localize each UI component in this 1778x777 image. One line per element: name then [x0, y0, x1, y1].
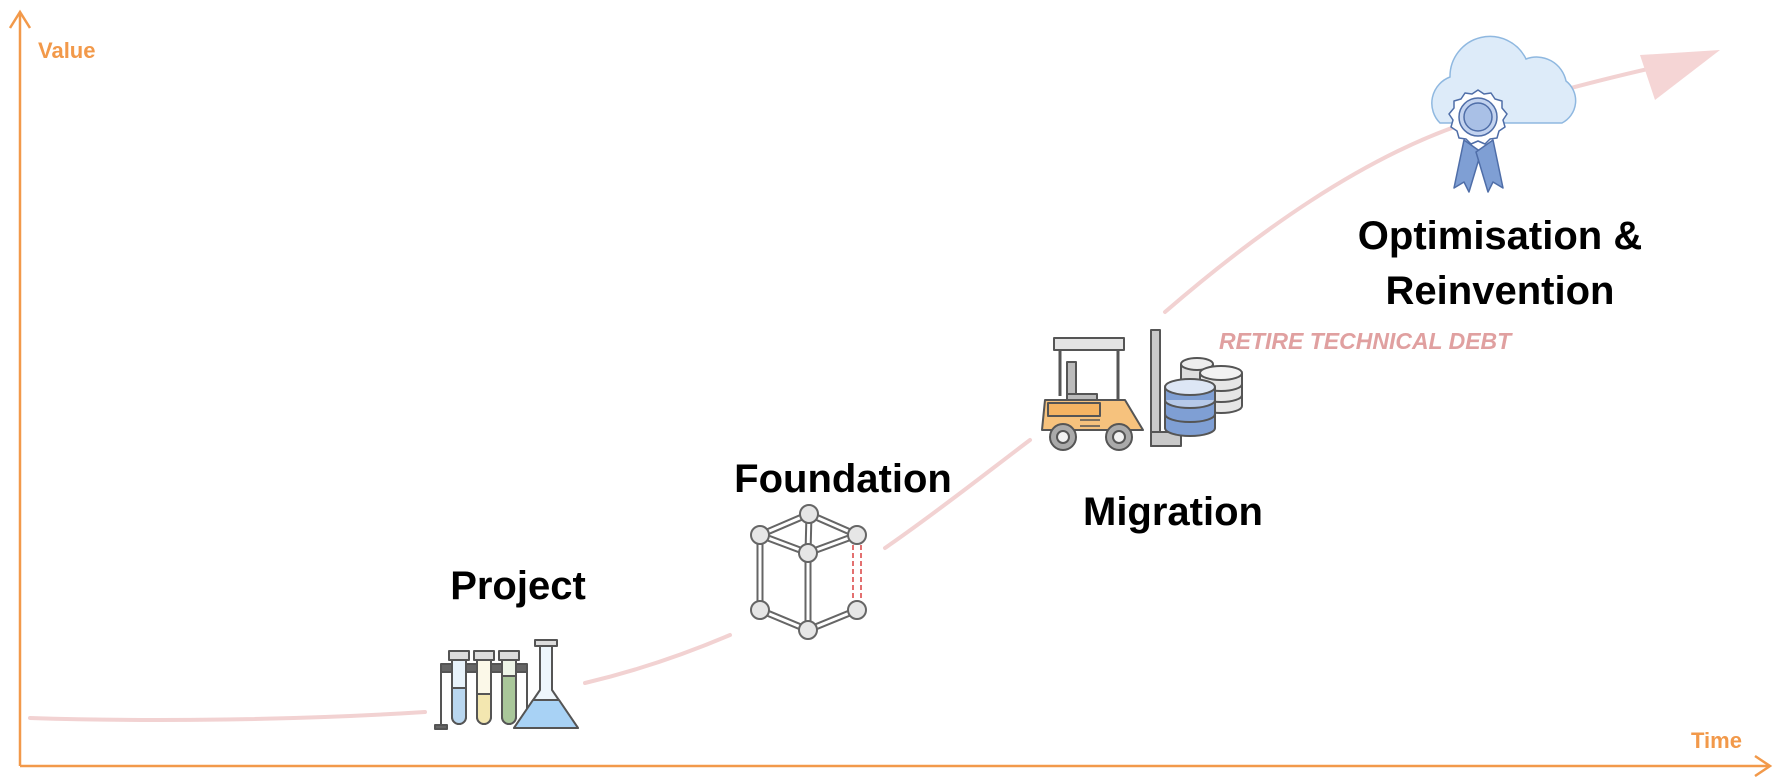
retire-technical-debt-note: RETIRE TECHNICAL DEBT — [1219, 328, 1512, 354]
stage-label-optimisation-line2: Reinvention — [1385, 269, 1615, 313]
forklift-database-icon — [1041, 329, 1243, 451]
curve-arrowhead-icon — [1640, 50, 1720, 100]
curve-segment-1 — [28, 710, 427, 722]
stage-label-optimisation-line1: Optimisation & — [1357, 214, 1643, 258]
wireframe-cube-icon — [750, 504, 867, 640]
growth-curve — [28, 58, 1692, 722]
axes — [8, 9, 1773, 777]
y-axis-label: Value — [38, 38, 96, 63]
curve-segment-4 — [1163, 123, 1462, 314]
stage-label-foundation: Foundation — [734, 457, 952, 501]
y-axis-arrow-icon — [8, 9, 32, 29]
curve-segment-2 — [583, 633, 732, 685]
stage-label-project: Project — [450, 564, 586, 608]
stage-label-optimisation: Optimisation & Reinvention — [1320, 209, 1680, 319]
lab-glassware-icon — [434, 639, 579, 730]
award-ribbon-icon — [1448, 89, 1508, 193]
curve-segment-3 — [883, 438, 1032, 550]
x-axis-label: Time — [1691, 728, 1742, 753]
x-axis-arrow-icon — [1754, 754, 1773, 777]
stage-label-migration: Migration — [1083, 490, 1263, 534]
